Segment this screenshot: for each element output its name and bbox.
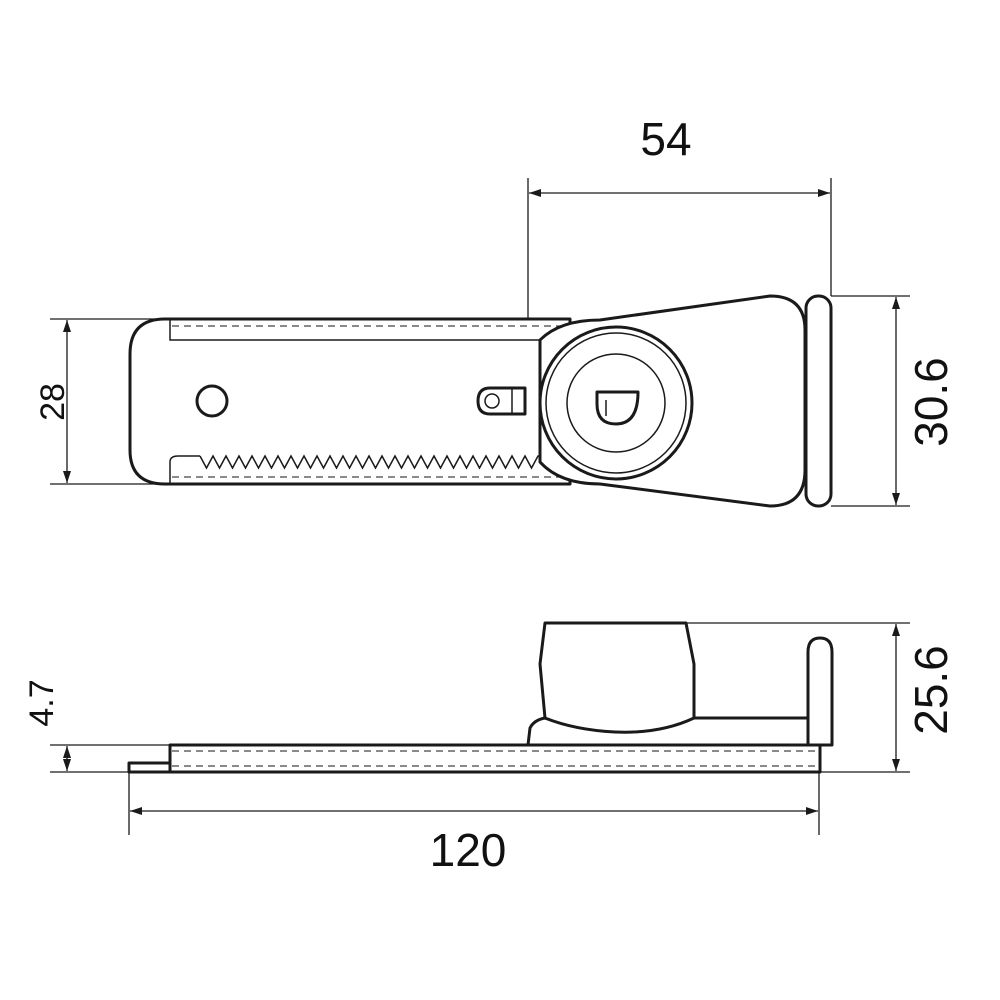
dim-25-6-label: 25.6: [905, 645, 957, 735]
lock-cylinder-inner: [566, 353, 666, 453]
side-view: 120 4.7 25.6: [23, 621, 957, 876]
locking-tab-hole: [484, 393, 500, 409]
top-view: 54 28 30.6: [34, 113, 957, 508]
lock-cylinder-ring: [545, 332, 687, 474]
dim-4-7-label: 4.7: [23, 679, 61, 726]
side-view-end-stop: [806, 636, 834, 747]
keyhole-icon: [595, 390, 640, 426]
end-stop: [804, 294, 833, 508]
top-view-serration: [199, 454, 540, 470]
dim-120-label: 120: [430, 824, 507, 876]
side-view-lip: [127, 761, 173, 774]
dim-28-label: 28: [34, 383, 72, 421]
mounting-hole: [195, 384, 229, 418]
dim-30-6-label: 30.6: [905, 357, 957, 447]
side-view-base-plate: [168, 743, 822, 774]
top-view-slot-outline: [169, 320, 550, 483]
dim-54-label: 54: [640, 113, 691, 165]
side-view-cylinder: [538, 621, 696, 734]
